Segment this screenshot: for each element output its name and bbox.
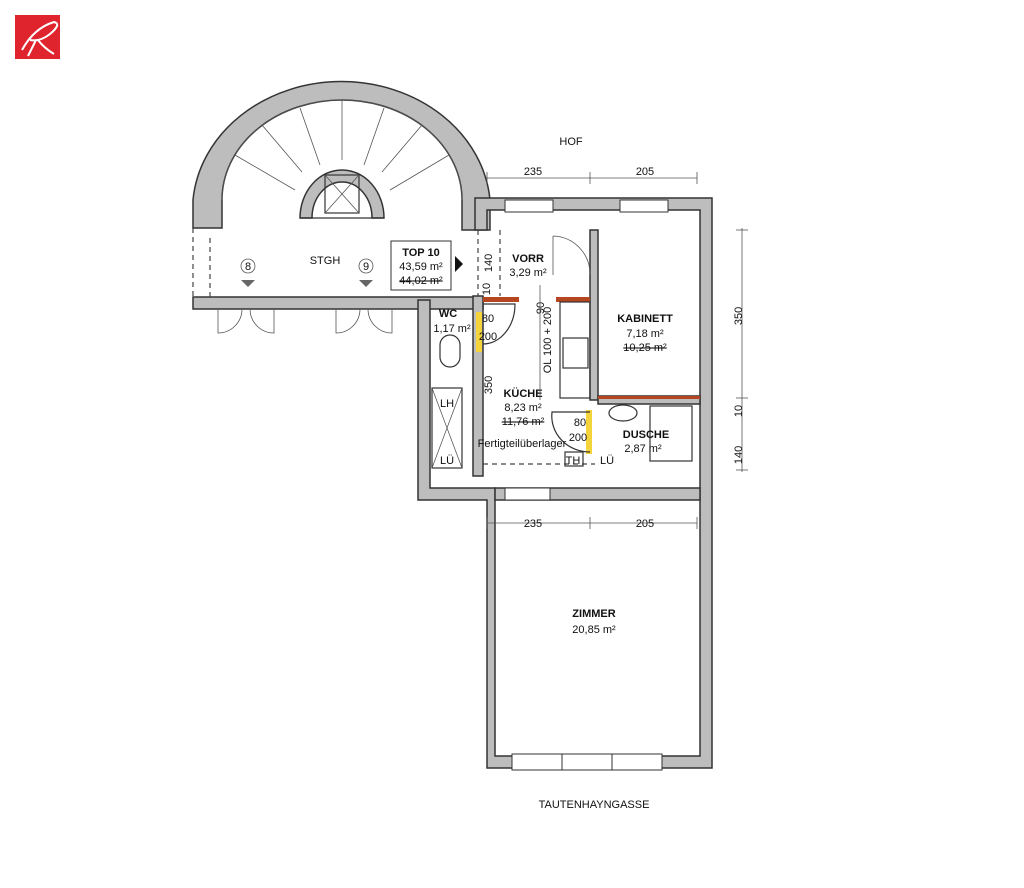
stair-marker-8: 8: [245, 261, 251, 273]
room-kueche-area: 8,23 m²: [504, 402, 542, 414]
dim-vorr-width: 140: [483, 254, 495, 272]
dim-door-wc-height: 200: [479, 331, 497, 343]
courtyard-label: HOF: [559, 136, 583, 148]
dim-opening-90: 90: [535, 302, 547, 314]
staircase: [192, 80, 491, 231]
room-dusche-name: DUSCHE: [623, 429, 669, 441]
dimension-lines: [486, 172, 748, 529]
room-wc-area: 1,17 m²: [433, 323, 471, 335]
room-dusche-area: 2,87 m²: [624, 443, 662, 455]
room-vorr-area: 3,29 m²: [509, 267, 547, 279]
dim-top-right: 205: [636, 166, 654, 178]
street-label: TAUTENHAYNGASSE: [539, 799, 650, 811]
lh-label: LH: [440, 398, 454, 410]
company-logo: [15, 15, 60, 59]
dim-door-wc-width: 80: [482, 313, 494, 325]
dim-right-lower: 140: [733, 446, 745, 464]
room-kabinett-area: 7,18 m²: [626, 328, 664, 340]
lue-right-label: LÜ: [600, 455, 614, 467]
unit-area: 43,59 m²: [399, 261, 443, 273]
unit-name: TOP 10: [402, 247, 440, 259]
unit-label-box: [390, 240, 452, 291]
apartment-walls: [417, 197, 713, 771]
dim-top-left: 235: [524, 166, 542, 178]
dim-door-dusche-height: 200: [569, 432, 587, 444]
unit-area-old: 44,02 m²: [399, 275, 443, 287]
dim-right-mid: 10: [733, 405, 745, 417]
dim-right-upper: 350: [733, 307, 745, 325]
dim-kitchen-height: 350: [483, 376, 495, 394]
th-label: TH: [566, 455, 581, 467]
room-kueche-name: KÜCHE: [503, 387, 542, 400]
entrance-arrow-icon: [455, 256, 463, 272]
lintel-label: Fertigteilüberlager: [478, 438, 567, 450]
dim-opening-ol: OL 100 + 200: [542, 307, 554, 374]
room-zimmer-name: ZIMMER: [572, 608, 615, 620]
room-zimmer-area: 20,85 m²: [572, 624, 616, 636]
staircase-label: STGH: [310, 255, 341, 267]
room-kueche-area-old: 11,76 m²: [502, 416, 545, 428]
room-vorr-name: VORR: [512, 253, 544, 265]
dim-mid-left: 235: [524, 518, 542, 530]
room-kabinett-name: KABINETT: [617, 313, 673, 325]
stair-marker-9: 9: [363, 261, 369, 273]
dim-door-dusche-width: 80: [574, 417, 586, 429]
dim-vorr-small: 10: [481, 283, 493, 295]
room-kabinett-area-old: 10,25 m²: [623, 342, 667, 354]
corridor-doors: [217, 308, 393, 334]
lue-left-label: LÜ: [440, 455, 454, 467]
room-wc-name: WC: [439, 308, 457, 320]
dim-mid-right: 205: [636, 518, 654, 530]
